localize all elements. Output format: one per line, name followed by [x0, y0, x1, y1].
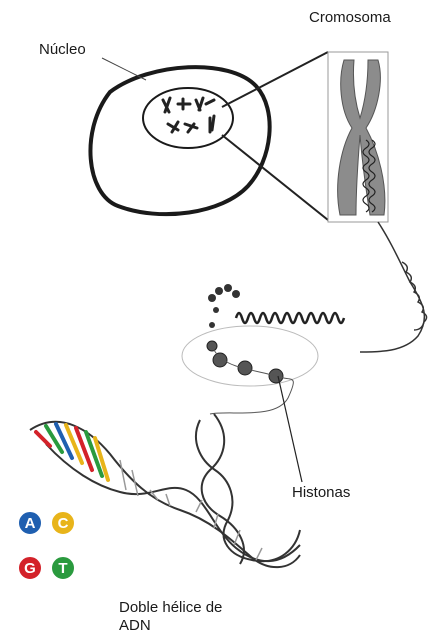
base-t-badge: T — [50, 555, 76, 581]
base-a-letter: A — [25, 515, 36, 532]
histones-leader-line — [278, 376, 302, 482]
solenoid-coil — [236, 313, 344, 323]
chromosome-label: Cromosoma — [309, 9, 391, 27]
histones-label: Histonas — [292, 484, 350, 502]
fiber-halo — [182, 326, 318, 386]
base-g-badge: G — [17, 555, 43, 581]
base-c-letter: C — [58, 515, 69, 532]
nucleosomes — [207, 341, 283, 383]
nucleus-label: Núcleo — [39, 41, 86, 59]
base-t-letter: T — [58, 560, 67, 577]
nucleus-leader-line — [102, 58, 146, 80]
base-a-badge: A — [17, 510, 43, 536]
coil-beads — [208, 284, 240, 328]
chromatin-fiber — [360, 222, 427, 352]
base-pair-rungs — [36, 424, 108, 480]
dna-label-line2: ADN — [119, 617, 151, 634]
dna-label-line1: Doble hélice de — [119, 599, 222, 616]
grey-rungs — [120, 460, 262, 560]
base-c-badge: C — [50, 510, 76, 536]
base-g-letter: G — [24, 560, 36, 577]
nucleus-outline — [143, 88, 233, 148]
dna-helix-label: Doble hélice de ADN — [119, 599, 269, 635]
